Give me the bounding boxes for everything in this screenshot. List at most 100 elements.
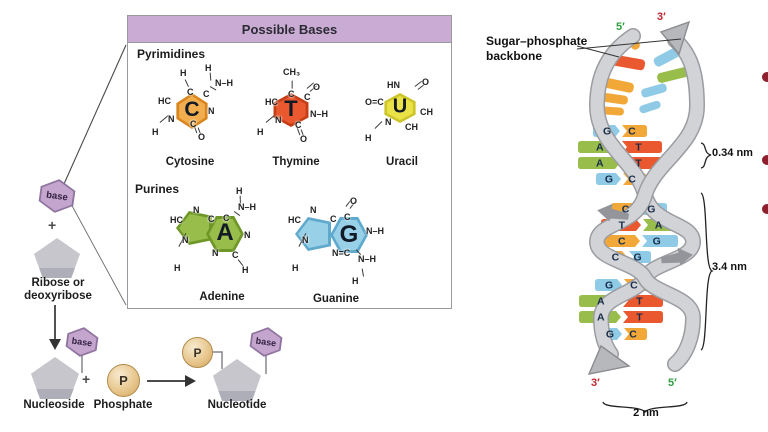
base-letter: C xyxy=(628,174,636,186)
base-big-letter: T xyxy=(284,95,298,121)
atom-label: N–H xyxy=(215,78,234,88)
edge-base-bar xyxy=(641,83,667,98)
atom-label: H xyxy=(152,127,159,137)
atom-label: H xyxy=(257,127,264,137)
base-letter: A xyxy=(655,220,663,232)
bond-line xyxy=(374,121,383,130)
atom-label: C xyxy=(330,214,337,224)
base-letter: G xyxy=(647,204,655,216)
purines-heading: Purines xyxy=(135,182,180,196)
pyrimidines-heading: Pyrimidines xyxy=(137,47,206,61)
atom-label: N–H xyxy=(366,226,385,236)
atom-label: O xyxy=(198,132,206,142)
atom-label: N–H xyxy=(238,202,257,212)
base-hexagon: base xyxy=(36,177,78,216)
nucleotide-phosphate-bond xyxy=(209,351,223,369)
down-arrow-head xyxy=(49,339,61,350)
base-letter: G xyxy=(603,126,611,138)
atom-label: N xyxy=(302,235,309,245)
backbone-label: Sugar–phosphate backbone xyxy=(486,34,587,64)
brace-0-34nm xyxy=(700,142,712,169)
backbone-label-line2: backbone xyxy=(486,49,543,63)
base-letter: A xyxy=(596,142,604,154)
atom-label: N xyxy=(208,106,215,116)
base-letter: T xyxy=(636,312,643,324)
atom-label: C xyxy=(203,89,210,99)
atom-label: H xyxy=(365,133,372,143)
atom-label: H xyxy=(180,68,187,78)
strand-left xyxy=(590,29,700,361)
base-big-letter: C xyxy=(184,98,200,122)
strand-direction-arrow-right xyxy=(660,247,693,266)
edge-base-bar xyxy=(598,92,628,105)
atom-label: C xyxy=(288,89,295,99)
base-pair-left xyxy=(602,235,640,247)
atom-label: HC xyxy=(265,97,278,107)
atom-label: C xyxy=(223,213,230,223)
three-prime-top: 3′ xyxy=(657,11,666,23)
nucleotide-base-hexagon: base xyxy=(247,325,285,359)
backbone-label-line1: Sugar–phosphate xyxy=(486,34,588,48)
atom-label: C xyxy=(187,87,194,97)
atom-label: N–H xyxy=(310,109,329,119)
atom-label: N xyxy=(275,115,282,125)
plus-sign-2: + xyxy=(82,371,91,387)
uracil-name: Uracil xyxy=(386,156,418,168)
atom-label: N xyxy=(385,117,392,127)
edge-base-bar xyxy=(639,100,661,114)
base-big-letter: G xyxy=(339,220,359,248)
nucleotide-phosphate-circle: P xyxy=(182,337,213,368)
base-letter: C xyxy=(622,204,630,216)
edge-base-bar xyxy=(657,67,689,83)
base-pair-left xyxy=(596,173,621,185)
atom-label: H xyxy=(242,265,249,275)
five-prime-bottom: 5′ xyxy=(668,377,677,389)
sugar-label-line1: Ribose or xyxy=(31,277,85,289)
base-letter: G xyxy=(605,280,613,292)
base-letter: C xyxy=(618,236,626,248)
bullet-dot xyxy=(762,155,768,165)
atom-label: C xyxy=(304,92,311,102)
helix-edge-bases xyxy=(598,31,689,116)
bullet-dot xyxy=(762,72,768,82)
base-big-letter: A xyxy=(216,218,234,246)
atom-label: O xyxy=(313,82,321,92)
atom-label: CH xyxy=(405,122,418,132)
atom-label: N xyxy=(193,205,200,215)
phosphate-label: Phosphate xyxy=(93,399,153,411)
backbone-pointer-line-right xyxy=(576,38,682,50)
atom-label: N xyxy=(244,230,251,240)
sugar-label: Ribose or deoxyribose xyxy=(12,277,104,302)
nucleotide-base-fill: base xyxy=(249,327,282,357)
bond-line xyxy=(209,72,212,81)
five-prime-top: 5′ xyxy=(616,21,625,33)
callout-line-top xyxy=(63,44,127,185)
atom-label: N xyxy=(182,235,189,245)
guanine-name: Guanine xyxy=(312,293,359,305)
bond-line xyxy=(265,115,275,124)
base-letter: G xyxy=(633,252,641,264)
base-letter: A xyxy=(596,158,604,170)
atom-label: N=C xyxy=(332,248,351,258)
possible-bases-header: Possible Bases xyxy=(128,16,451,43)
atom-label: N–H xyxy=(358,254,377,264)
atom-label: CH xyxy=(420,107,433,117)
atom-label: N xyxy=(168,114,175,124)
atom-label: H xyxy=(174,263,181,273)
base-pair-right xyxy=(622,141,662,153)
atom-label: H xyxy=(292,263,299,273)
possible-bases-title: Possible Bases xyxy=(241,21,338,37)
brace-3-4nm xyxy=(700,192,714,351)
atom-label: O xyxy=(422,77,430,87)
nucleoside-label: Nucleoside xyxy=(23,399,85,411)
three-prime-bottom: 3′ xyxy=(591,377,600,389)
edge-base-bar xyxy=(600,106,624,116)
bullet-dot xyxy=(762,204,768,214)
strand-right xyxy=(590,33,704,371)
atom-label: N xyxy=(310,205,317,215)
